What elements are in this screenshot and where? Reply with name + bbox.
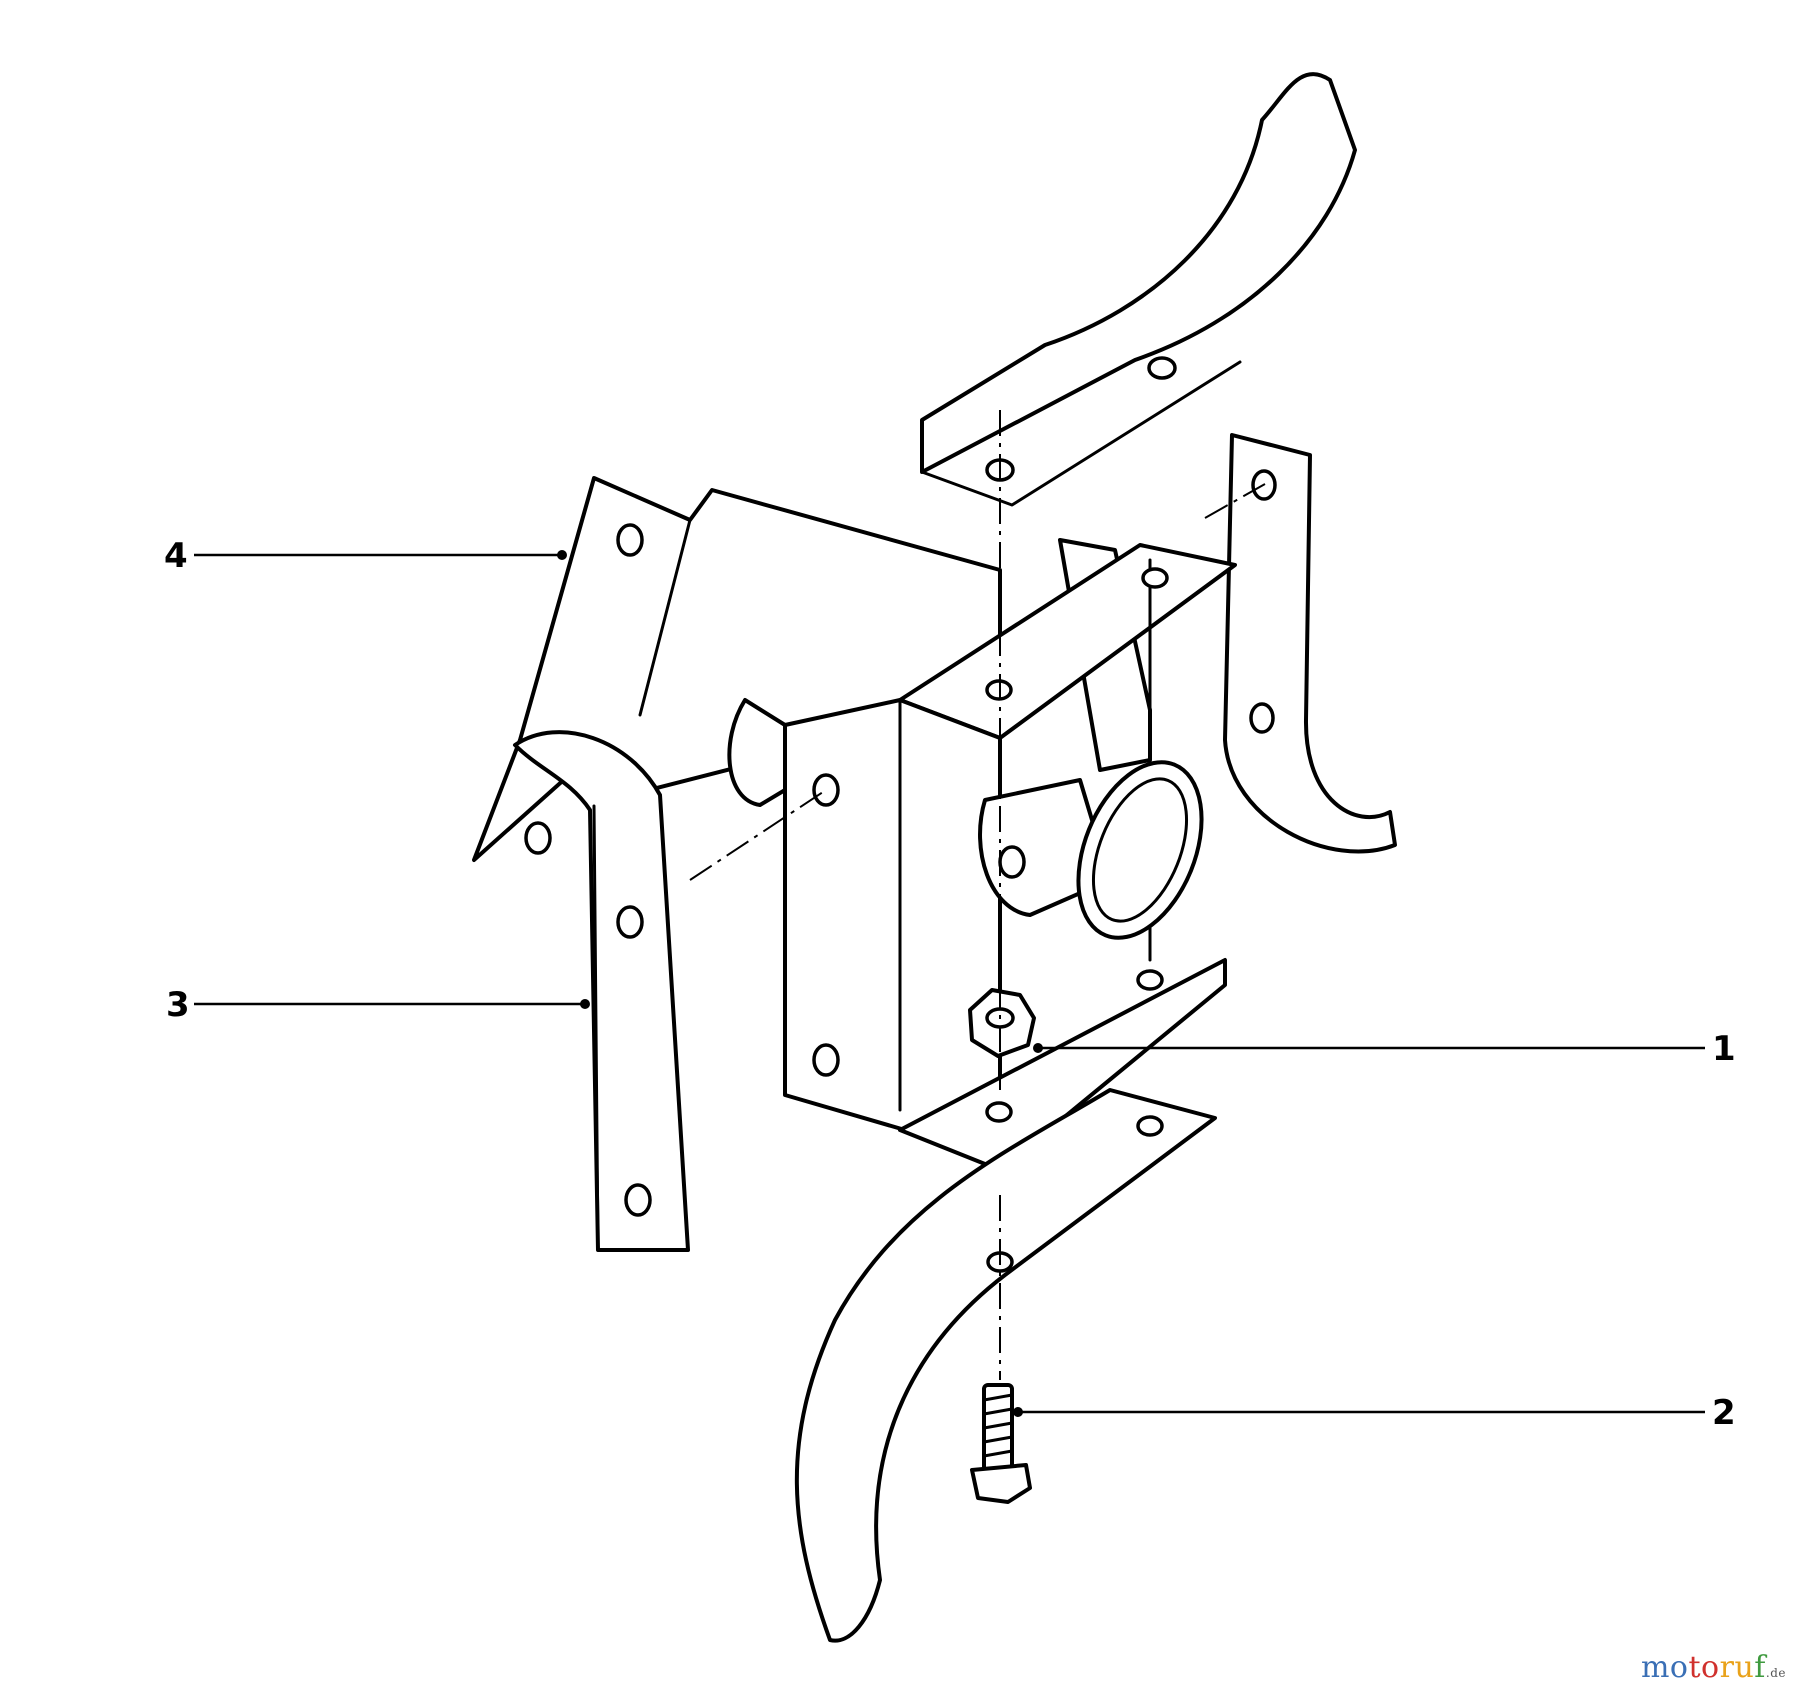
bolt-hole (1141, 567, 1169, 589)
gear-housing (783, 543, 1237, 1172)
bolt-hole (1147, 356, 1177, 380)
tine-lower (794, 1088, 1217, 1643)
bolt-hole (1249, 702, 1275, 734)
bolt-hole (616, 523, 644, 557)
bolt-hole (616, 905, 644, 939)
assembly-center-lines (689, 410, 1266, 1380)
tine-upper (920, 72, 1357, 507)
callout-1: 1 (1712, 1029, 1736, 1069)
bolt-hole (524, 821, 552, 855)
bolt-hole (985, 1101, 1013, 1123)
bolt-hole (1136, 969, 1164, 991)
tine-left (513, 730, 690, 1252)
shaft-hub (978, 760, 1204, 940)
pin-hole (998, 845, 1026, 879)
callout-leaders (194, 550, 1705, 1417)
nut (968, 988, 1036, 1058)
watermark-logo: motoruf.de (1640, 1650, 1786, 1685)
bolt-hole (624, 1183, 652, 1217)
tine-right (1223, 433, 1397, 854)
callout-4: 4 (164, 536, 188, 576)
callout-3: 3 (166, 985, 190, 1025)
bolt (970, 1383, 1032, 1504)
callout-2: 2 (1712, 1393, 1736, 1433)
bolt-hole (812, 773, 840, 807)
shaft-boss-left (727, 698, 787, 807)
bolt-hole (812, 1043, 840, 1077)
bolt-hole (1136, 1115, 1164, 1137)
